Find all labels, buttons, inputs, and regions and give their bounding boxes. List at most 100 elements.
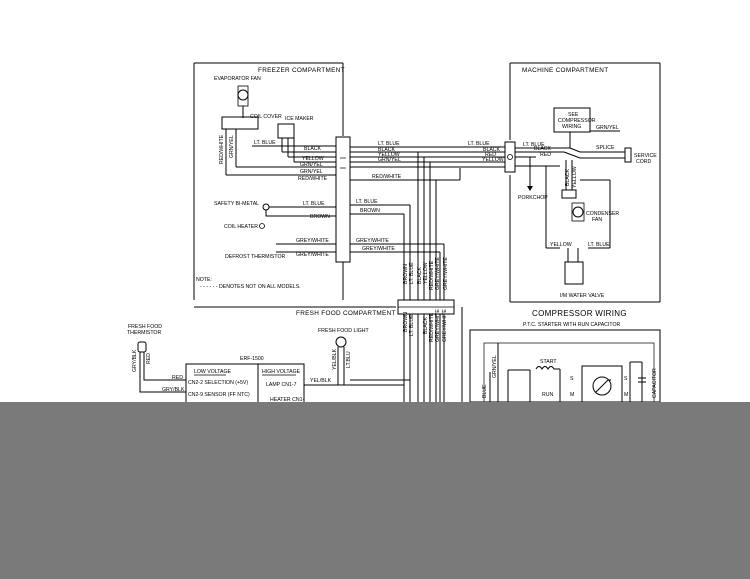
wire-label: BROWN <box>403 312 409 332</box>
wire-label: LT. BLUE <box>303 201 325 207</box>
wire-label: LT. BLUE <box>356 199 378 205</box>
see-compressor-label: COMPRESSOR <box>558 118 596 124</box>
wire-label: YEL/BLK <box>310 378 332 384</box>
splice-wire <box>563 151 625 159</box>
splice-wire <box>569 147 625 153</box>
wire-label: GREY/WHITE <box>443 257 449 290</box>
wire-label: BLUE <box>482 384 488 398</box>
water-valve <box>564 261 584 285</box>
fresh-food-light-bulb <box>335 336 347 348</box>
service-cord-plug <box>624 147 632 163</box>
wire-label: GRY/BLK <box>162 387 185 393</box>
fresh-food-frame <box>194 306 463 402</box>
fresh-food-thermistor-label: FRESH FOOD <box>128 324 162 330</box>
wire-label: YELLOW <box>572 166 578 188</box>
terminal-label: M <box>624 392 628 398</box>
gray-overlay <box>0 402 750 579</box>
capacitor-label: CAPACITOR <box>652 368 658 398</box>
wire-label: RED/WHITE <box>372 174 402 180</box>
wire-label: RED <box>485 152 496 158</box>
note-text: - - - - - - DENOTES NOT ON ALL MODELS. <box>200 284 301 290</box>
note-title: NOTE: <box>196 277 212 283</box>
compressor-title: COMPRESSOR WIRING <box>532 309 627 318</box>
wire-label: LT. BLUE <box>588 242 610 248</box>
start-winding <box>535 366 560 370</box>
evaporator-connector <box>221 116 259 130</box>
ptc-thermistor <box>592 376 612 396</box>
wire-label: RED <box>146 353 152 364</box>
porkchop-label: PORKCHOP <box>518 195 548 201</box>
wire-label: BLACK <box>565 168 571 186</box>
wire-label: GREY/WHITE <box>296 252 329 258</box>
wire-label: GREY/WHITE <box>356 238 389 244</box>
wire-label: BLACK <box>483 147 501 153</box>
service-cord-label: CORD <box>636 159 652 165</box>
porkchop-arrow <box>527 186 533 191</box>
wire-label: BLACK <box>417 266 423 284</box>
fresh-food-title: FRESH FOOD COMPARTMENT <box>296 310 396 317</box>
wire-label: RED/WHITE <box>429 260 435 290</box>
condenser-fan-label: FAN <box>592 217 602 223</box>
porkchop-terminal <box>507 154 513 160</box>
safety-bimetal <box>262 203 270 211</box>
ice-maker-label: ICE MAKER <box>285 116 314 122</box>
wire-label: BROWN <box>310 214 330 220</box>
wire-label: GRN/YEL <box>378 157 401 163</box>
evaporator-fan-label: EVAPORATOR FAN <box>214 76 261 82</box>
condenser-fan-motor <box>572 206 584 218</box>
wire-label: BLACK <box>378 147 396 153</box>
coil-heater-label: COIL HEATER <box>224 224 258 230</box>
evaporator-fan-motor <box>237 89 249 101</box>
wire-label: RED/WHITE <box>429 312 435 342</box>
wire-label: LT.BLU <box>346 351 352 368</box>
wire-label: YELLOW <box>302 156 324 162</box>
defrost-thermistor-label: DEFROST THERMISTOR <box>225 254 285 260</box>
see-compressor-label: SEE <box>568 112 579 118</box>
ptc-starter <box>581 365 623 403</box>
wire-label: BLACK <box>423 316 429 334</box>
ice-maker <box>277 123 295 139</box>
terminal-label: S <box>624 376 628 382</box>
fresh-bundle-wires <box>403 314 445 402</box>
harness-wires <box>350 146 505 300</box>
wire-label: LT. BLUE <box>378 141 400 147</box>
fresh-food-thermistor <box>137 341 147 353</box>
wire-label: GRN/YEL <box>492 355 498 378</box>
wire-label: YELLOW <box>550 242 572 248</box>
condenser-fan-connector <box>561 189 577 199</box>
wire-label: YELLOW <box>378 152 400 158</box>
machine-frame <box>509 62 661 303</box>
high-voltage-label: HIGH VOLTAGE <box>262 369 301 375</box>
run-label: RUN <box>542 392 553 398</box>
terminal-label: S <box>570 376 574 382</box>
heater-label: HEATER CN1- <box>270 397 304 403</box>
coil-heater-symbol <box>259 223 265 229</box>
low-voltage-label: LOW VOLTAGE <box>194 369 232 375</box>
freezer-frame <box>193 62 344 300</box>
freezer-title: FREEZER COMPARTMENT <box>258 67 345 74</box>
ptc-title: P.T.C. STARTER WITH RUN CAPACITOR <box>523 322 620 328</box>
service-cord-label: SERVICE <box>634 153 657 159</box>
wire-label: RED <box>172 375 183 381</box>
wire-label: LT. BLUE <box>409 262 415 284</box>
wire-label: RED/WHITE <box>219 134 225 164</box>
machine-connector <box>504 141 516 173</box>
see-compressor-box <box>553 107 591 133</box>
wire-label: GRY/BLK <box>132 349 138 372</box>
water-valve-label: I/M WATER VALVE <box>560 293 605 299</box>
wire-label: BROWN <box>360 208 380 214</box>
coil-cover-label: COIL COVER <box>250 114 282 120</box>
wire-label: YELLOW <box>423 262 429 284</box>
condenser-fan-label: CONDENSER <box>586 211 619 217</box>
cn2-9-label: CN2-9 SENSOR (FF NTC) <box>188 392 250 398</box>
splice-label: SPLICE <box>596 145 615 151</box>
thermistor-wire <box>143 352 186 381</box>
wire-label: GREY/WHITE <box>442 309 448 342</box>
wire-label: RED/WHITE <box>298 176 328 182</box>
wire-label: RED <box>540 152 551 158</box>
wire-label: YEL/BLK <box>332 348 338 370</box>
coil-heater <box>265 210 336 217</box>
fresh-food-light-label: FRESH FOOD LIGHT <box>318 328 370 334</box>
machine-title: MACHINE COMPARTMENT <box>522 67 608 74</box>
